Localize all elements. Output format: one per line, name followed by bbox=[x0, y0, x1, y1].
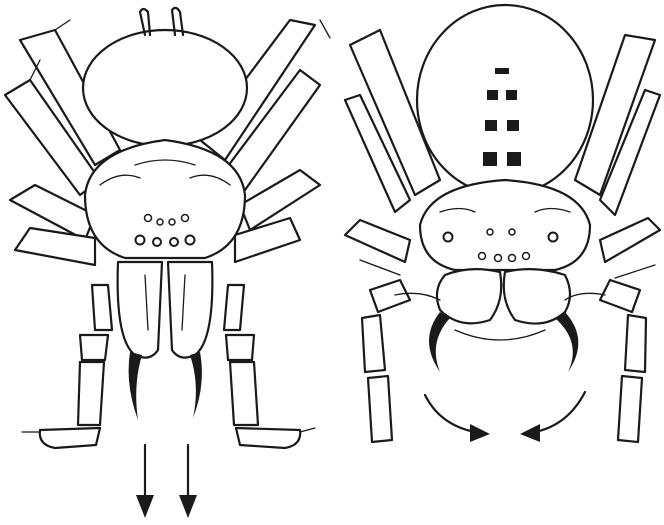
left-spider-pedipalps bbox=[22, 285, 315, 448]
right-inward-arrows bbox=[425, 392, 585, 442]
left-spider-chelicera bbox=[118, 262, 162, 358]
left-down-arrows bbox=[136, 445, 197, 518]
left-spider bbox=[5, 8, 330, 518]
left-spider-fang bbox=[129, 352, 142, 420]
right-spider-cephalothorax bbox=[420, 180, 590, 270]
right-spider-pedipalps bbox=[362, 280, 646, 442]
right-spider-fang bbox=[429, 312, 450, 372]
right-spider-abdomen bbox=[417, 5, 593, 195]
right-spider-chelicera bbox=[437, 269, 501, 323]
left-spider-chelicera bbox=[168, 262, 212, 358]
right-spider bbox=[345, 5, 660, 442]
left-spider-cephalothorax bbox=[85, 140, 245, 258]
left-spider-abdomen bbox=[83, 30, 247, 146]
left-spider-fang bbox=[190, 352, 202, 418]
right-spider-fang bbox=[555, 312, 578, 372]
